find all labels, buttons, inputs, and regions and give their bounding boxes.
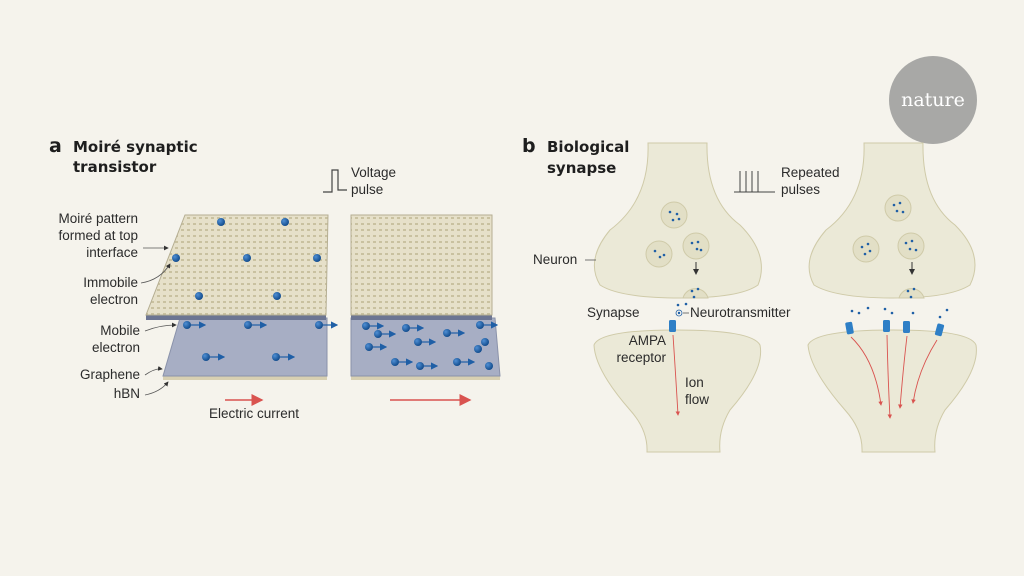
- label: interface: [86, 245, 138, 260]
- immobile-electrons: [172, 218, 321, 300]
- label: Neuron: [533, 252, 577, 267]
- label: Voltage: [351, 165, 396, 180]
- panel-b-title: Biological: [547, 138, 629, 156]
- postsynaptic-neuron: [593, 329, 762, 453]
- mobile-electrons: [183, 321, 339, 361]
- label: flow: [685, 392, 709, 407]
- panel-letter-b: b: [522, 135, 536, 157]
- label: Graphene: [80, 367, 140, 382]
- label: synapse: [547, 159, 616, 177]
- nature-logo: nature: [889, 56, 977, 144]
- label: electron: [90, 292, 138, 307]
- label: receptor: [616, 350, 666, 365]
- vesicles: [645, 201, 710, 299]
- voltage-pulse-icon: [323, 169, 347, 193]
- label: Immobile: [83, 275, 138, 290]
- hbn-layer: [163, 376, 327, 380]
- label: nature: [901, 89, 965, 111]
- label: Synapse: [587, 305, 640, 320]
- label: electron: [92, 340, 140, 355]
- ion-flow-arrow: [672, 334, 681, 416]
- panel-a: a Moiré synaptic transistor Voltage puls…: [49, 135, 501, 421]
- panel-b: b Biological synapse Repeated pulses: [522, 135, 977, 453]
- label: pulses: [781, 182, 820, 197]
- label: Repeated: [781, 165, 840, 180]
- moire-plate: [145, 214, 329, 316]
- label: hBN: [114, 386, 140, 401]
- panel-a-title: Moiré synaptic: [73, 138, 198, 156]
- transistor-before: [145, 214, 339, 380]
- label: Mobile: [100, 323, 140, 338]
- label: transistor: [73, 158, 157, 176]
- panel-b-labels: Neuron Synapse Neurotransmitter AMPA rec…: [533, 252, 791, 407]
- label: AMPA: [629, 333, 666, 348]
- transistor-after: [350, 214, 501, 380]
- ampa-receptor-icon: [669, 320, 676, 332]
- synapse-repeated-pulses: [807, 142, 977, 453]
- label: formed at top: [58, 228, 138, 243]
- label: pulse: [351, 182, 383, 197]
- panel-letter-a: a: [49, 135, 62, 157]
- repeated-pulses-icon: [734, 171, 775, 193]
- label: Neurotransmitter: [690, 305, 791, 320]
- label: Moiré pattern: [58, 211, 138, 226]
- label: Ion: [685, 375, 704, 390]
- synapse-single-pulse: [593, 142, 762, 453]
- label: Electric current: [209, 406, 299, 421]
- panel-a-labels: Moiré pattern formed at top interface Im…: [58, 211, 472, 421]
- neurotransmitter-icon: [675, 309, 683, 317]
